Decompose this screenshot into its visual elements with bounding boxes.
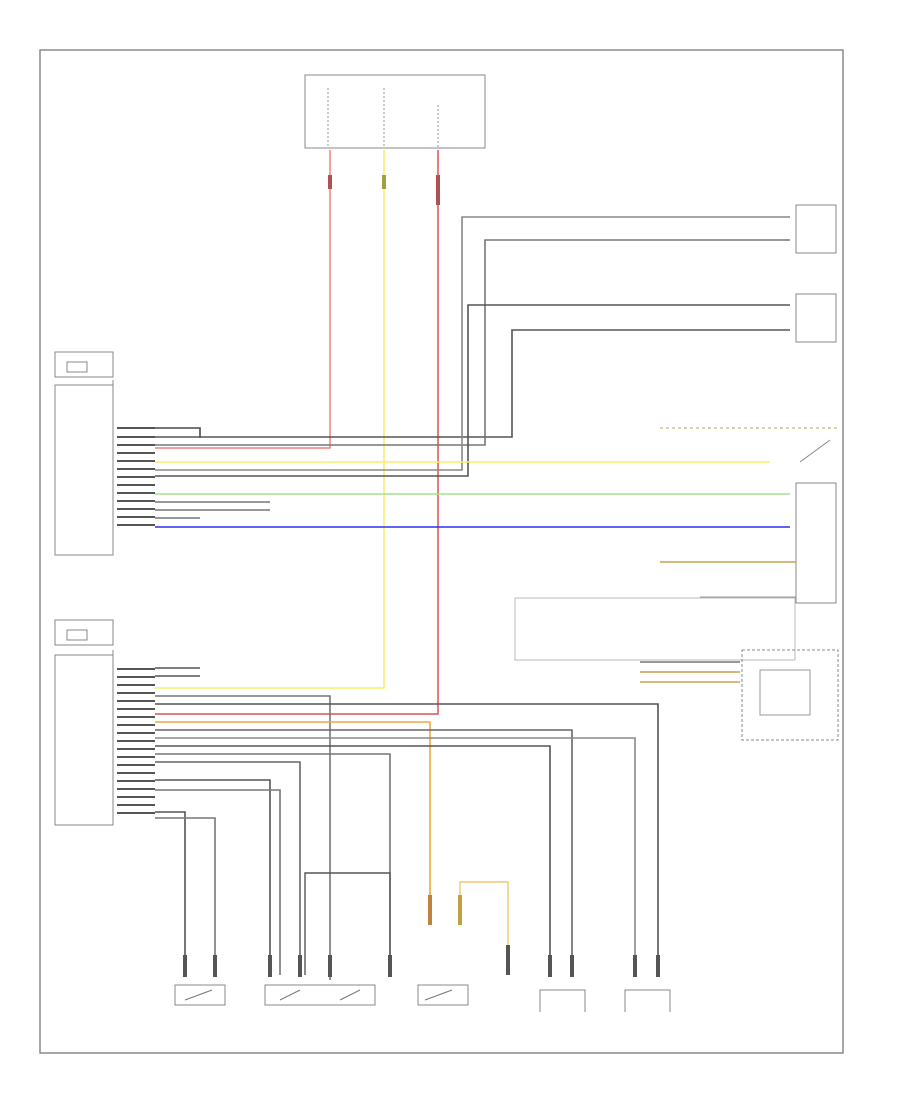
upper-module-pins	[117, 427, 155, 526]
left-rear-seat-heater-sensor	[795, 204, 837, 254]
lower-junction	[304, 872, 509, 975]
lower-control-module	[54, 619, 114, 826]
dark-wire-to-left-rear-element	[155, 329, 790, 438]
heated-seat-box	[514, 597, 796, 661]
blower-unit	[660, 482, 837, 604]
gray-wire-to-sensor-b	[155, 239, 790, 446]
seat-switch	[660, 427, 840, 463]
diagram-frame	[39, 49, 844, 1054]
fuse-feed-wires	[155, 150, 439, 715]
upper-control-module	[54, 351, 114, 556]
heated-seat-connector	[640, 649, 839, 741]
left-lumbar-switch	[264, 984, 376, 1006]
right-rear-seat-heater-element	[539, 989, 586, 1012]
upper-wires	[155, 216, 790, 528]
fuse-box	[304, 74, 486, 149]
passenger-seat-switch	[417, 984, 469, 1006]
fuse-wire-markers	[328, 175, 440, 205]
red-lower-feed-wire	[155, 150, 439, 715]
yellow-feed-wire	[155, 150, 385, 689]
right-rear-seat-heater-sensor	[624, 989, 671, 1012]
left-rear-seat-heater-element	[795, 293, 837, 343]
dark-wire-to-element-a	[155, 304, 790, 477]
left-seat-switch	[174, 984, 226, 1006]
bottom-connector-stubs	[183, 895, 660, 977]
gray-wire-to-sensor-a	[155, 216, 790, 471]
lower-module-pins	[117, 668, 155, 814]
red-feed-wire	[155, 150, 331, 449]
lower-wires	[155, 667, 659, 980]
